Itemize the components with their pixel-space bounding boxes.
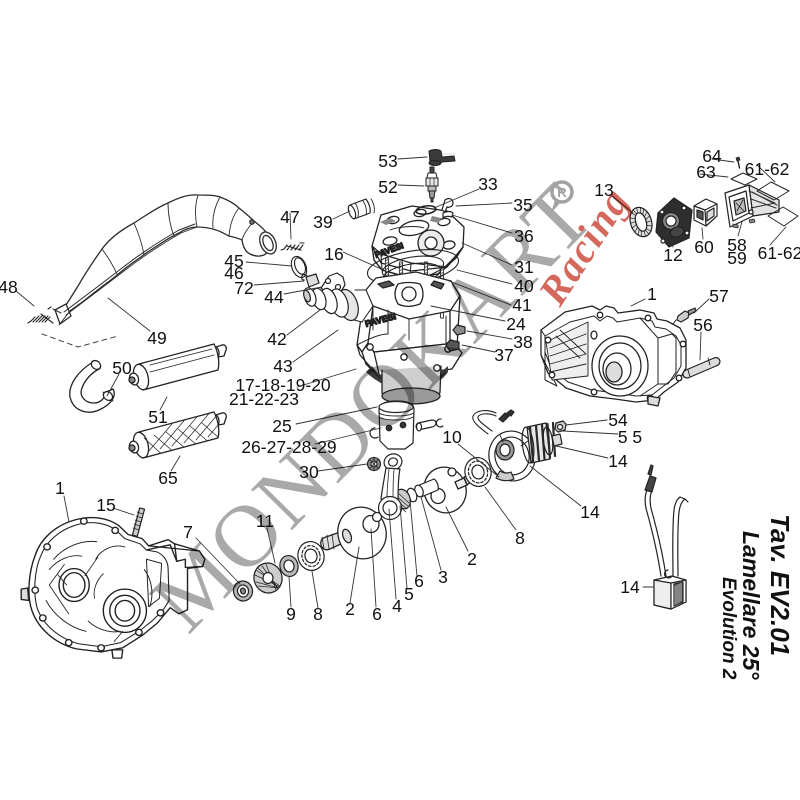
svg-text:2: 2 [345,599,355,619]
svg-text:47: 47 [280,207,299,227]
svg-text:43: 43 [273,356,292,376]
svg-text:31: 31 [514,257,533,277]
svg-text:17-18-19-20: 17-18-19-20 [235,375,331,395]
svg-text:R: R [557,185,567,200]
svg-text:11: 11 [256,511,274,531]
svg-text:26-27-28-29: 26-27-28-29 [241,437,336,457]
svg-text:63: 63 [696,162,715,182]
svg-text:50: 50 [112,358,132,378]
svg-text:57: 57 [709,286,728,306]
svg-text:61-62: 61-62 [745,159,790,179]
svg-text:5 5: 5 5 [618,427,642,447]
svg-text:42: 42 [267,329,286,349]
svg-text:52: 52 [378,177,397,197]
svg-text:45: 45 [224,251,243,271]
svg-text:59: 59 [727,248,746,268]
svg-text:61-62: 61-62 [758,243,800,263]
svg-text:46: 46 [224,263,243,283]
svg-text:15: 15 [96,495,115,515]
svg-text:30: 30 [299,462,319,482]
svg-text:Evolution 2: Evolution 2 [718,577,739,680]
svg-text:6: 6 [372,604,382,624]
svg-text:49: 49 [147,328,166,348]
svg-text:58: 58 [727,235,746,255]
svg-text:13: 13 [594,180,613,200]
svg-text:16: 16 [324,244,343,264]
svg-text:9: 9 [286,604,296,624]
svg-text:1: 1 [647,284,657,304]
svg-text:51: 51 [148,407,167,427]
svg-text:25: 25 [272,416,291,436]
svg-text:1: 1 [55,478,65,498]
svg-text:8: 8 [313,604,323,624]
svg-text:7: 7 [183,522,193,542]
svg-text:36: 36 [514,226,533,246]
svg-text:60: 60 [694,237,714,257]
svg-text:72: 72 [234,278,253,298]
svg-text:54: 54 [608,410,628,430]
svg-text:21-22-23: 21-22-23 [229,389,299,409]
svg-text:39: 39 [313,212,332,232]
svg-text:10: 10 [442,427,462,447]
svg-text:37: 37 [494,345,513,365]
svg-text:8: 8 [515,528,525,548]
svg-text:44: 44 [264,287,284,307]
svg-text:64: 64 [702,146,722,166]
svg-text:40: 40 [514,276,534,296]
svg-text:4: 4 [392,596,402,616]
svg-text:56: 56 [693,315,712,335]
svg-text:53: 53 [378,151,397,171]
svg-text:12: 12 [663,245,682,265]
svg-text:65: 65 [158,468,177,488]
svg-text:Tav. EV2.01: Tav. EV2.01 [765,514,795,656]
svg-text:41: 41 [512,295,531,315]
svg-text:5: 5 [404,584,414,604]
svg-text:14: 14 [608,451,628,471]
svg-text:Lamellare 25°: Lamellare 25° [738,531,764,680]
svg-text:48: 48 [0,277,18,297]
svg-text:2: 2 [467,549,477,569]
svg-text:6: 6 [414,571,424,591]
svg-text:14: 14 [580,502,600,522]
svg-text:35: 35 [513,195,532,215]
svg-text:14: 14 [620,577,640,597]
svg-text:3: 3 [438,567,448,587]
svg-text:38: 38 [513,332,532,352]
svg-text:24: 24 [506,314,526,334]
svg-text:33: 33 [478,174,497,194]
